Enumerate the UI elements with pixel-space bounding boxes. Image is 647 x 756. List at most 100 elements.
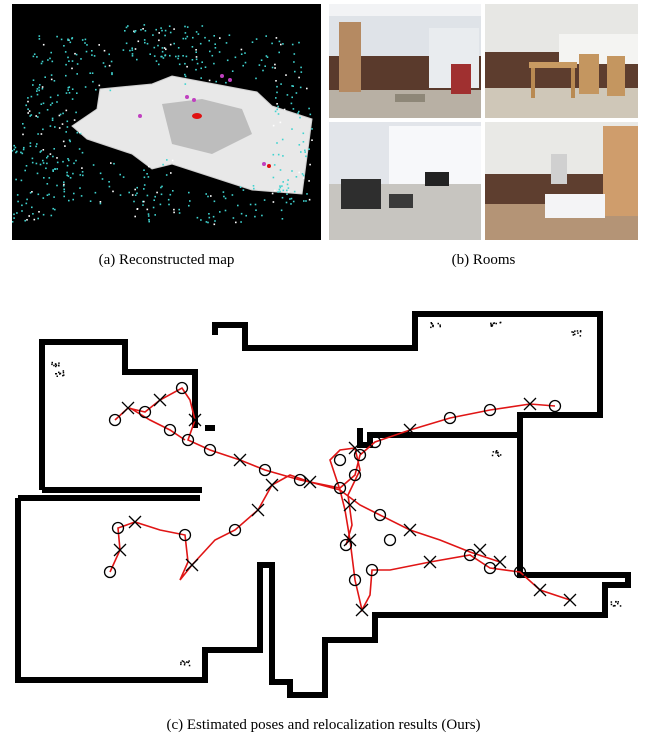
cloud-point	[160, 186, 162, 189]
cloud-point	[195, 31, 198, 33]
cloud-point	[286, 94, 289, 96]
relocalization-circle-marker	[348, 468, 362, 482]
cloud-point	[48, 177, 51, 179]
cloud-point	[311, 128, 313, 130]
cloud-point	[98, 84, 101, 87]
cloud-point	[91, 54, 93, 56]
cloud-point	[143, 176, 146, 179]
cloud-point	[22, 133, 24, 136]
cloud-point	[78, 131, 81, 134]
cloud-point	[290, 102, 293, 105]
cloud-point	[31, 206, 33, 209]
noise-point	[188, 664, 191, 667]
cloud-point	[35, 115, 37, 117]
cloud-point	[159, 203, 162, 206]
occupancy-grid-figure	[10, 300, 640, 705]
relocalization-circle-marker	[258, 463, 272, 477]
cloud-point	[182, 37, 185, 40]
cloud-point	[286, 183, 289, 186]
cloud-point	[62, 160, 64, 163]
point-cloud-map	[12, 4, 321, 240]
relocalization-markers	[103, 381, 577, 617]
noise-point	[430, 326, 432, 329]
cloud-point	[279, 190, 281, 193]
cloud-point	[299, 86, 302, 89]
cloud-point	[110, 162, 112, 164]
trajectory-segment	[114, 386, 556, 489]
cloud-point	[285, 74, 287, 76]
cloud-point	[73, 192, 75, 195]
cloud-point	[204, 66, 207, 68]
noise-point	[187, 661, 190, 664]
cloud-point	[200, 77, 202, 79]
cloud-point	[282, 181, 284, 183]
relocalization-circle-marker	[348, 573, 362, 587]
cloud-point	[196, 62, 199, 65]
noise-point	[62, 371, 65, 374]
cloud-point	[32, 84, 34, 86]
cloud-point	[184, 83, 187, 85]
cloud-point	[185, 55, 188, 58]
noise-point	[490, 325, 493, 327]
cloud-point	[300, 71, 303, 73]
cloud-point	[134, 194, 137, 196]
cloud-point	[71, 88, 74, 90]
cloud-point	[168, 203, 170, 206]
cloud-point	[228, 34, 231, 36]
cloud-point	[289, 198, 291, 200]
cloud-point	[128, 191, 130, 194]
cloud-point	[285, 201, 288, 204]
cloud-point	[158, 32, 160, 34]
cloud-point	[308, 148, 310, 150]
cloud-point	[47, 155, 49, 158]
cloud-point	[46, 162, 48, 165]
cloud-point	[46, 194, 49, 196]
cloud-point	[173, 42, 175, 45]
cloud-point	[102, 62, 105, 64]
cloud-point	[146, 42, 149, 45]
cloud-point	[49, 125, 52, 127]
cloud-point	[37, 133, 39, 135]
relocalization-circle-marker	[339, 538, 353, 552]
cloud-point	[263, 199, 266, 201]
noise-point	[183, 664, 186, 666]
cloud-point	[64, 51, 67, 53]
cloud-point	[240, 53, 243, 55]
noise-point	[55, 364, 58, 367]
cloud-point	[184, 32, 187, 34]
cloud-point	[219, 211, 221, 213]
pose-cross-marker	[233, 453, 247, 467]
cloud-point	[41, 87, 44, 90]
cloud-point	[231, 194, 234, 196]
cloud-point	[54, 168, 56, 170]
noise-point	[499, 454, 502, 456]
cloud-point	[131, 53, 134, 55]
cloud-point	[125, 26, 128, 29]
cloud-point	[25, 165, 28, 167]
cloud-point	[84, 86, 87, 88]
rooms-photo-grid	[329, 4, 638, 240]
noise-point	[180, 661, 182, 664]
cloud-point	[56, 101, 58, 103]
cloud-point	[67, 38, 69, 41]
cloud-point	[103, 49, 106, 52]
cloud-point	[239, 186, 242, 188]
cloud-point	[23, 146, 25, 149]
cloud-point	[68, 92, 71, 94]
cloud-point	[290, 197, 293, 200]
cloud-point	[283, 108, 286, 111]
noise-point	[579, 330, 582, 333]
cloud-point	[287, 187, 290, 189]
cloud-point	[195, 49, 197, 51]
cloud-point	[148, 219, 150, 221]
cloud-point	[279, 186, 282, 189]
cloud-point	[161, 185, 163, 188]
cloud-point	[175, 55, 177, 58]
cloud-point	[154, 195, 156, 198]
cloud-point	[40, 103, 43, 105]
cloud-point	[302, 141, 305, 143]
noise-point	[56, 375, 58, 377]
noise-point	[51, 361, 53, 364]
cloud-point	[39, 163, 42, 166]
cloud-point	[89, 72, 91, 74]
